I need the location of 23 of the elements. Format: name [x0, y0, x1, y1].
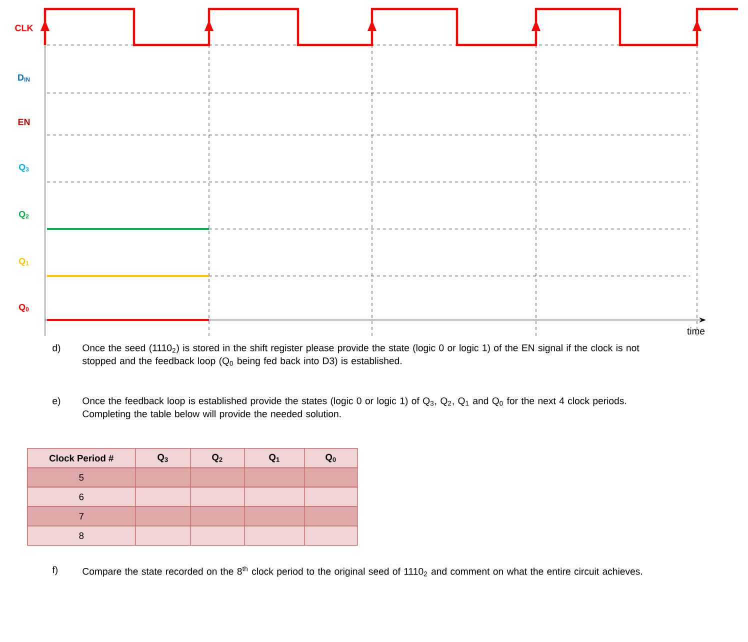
list-marker: d): [52, 344, 60, 354]
signal-label: CLK: [15, 24, 34, 32]
axis-label: time: [687, 328, 705, 334]
table-header: Q$_{1}$: [244, 448, 305, 468]
question-text: Once the feedback loop is established provide the states (logic 0 or logic 1) of Q$_{3}$, Q$_{2}$, Q$_{1}$ and Q$_{0}$ for the next 4 clock periods. Completing the table below will provide the needed solution.: [82, 397, 626, 420]
signal-label: Q$_{1}$: [18, 258, 29, 266]
table-header: Q$_{3}$: [135, 448, 191, 468]
list-marker: e): [52, 397, 60, 406]
table-cell: 7: [27, 506, 136, 526]
table-header: Q$_{0}$: [304, 448, 358, 468]
list-marker: f): [52, 566, 58, 576]
question-text: Once the seed (1110$_{2}$) is stored in the shift register please provide the state (logic 0 or logic 1) of the EN signal if the clock is not stopped and the feedback loop (Q$_{0}$ being fed back into D3) is established.: [82, 344, 640, 366]
signal-label: EN: [18, 118, 30, 126]
signal-label: Q$_{3}$: [18, 164, 29, 172]
signal-label: Q$_{2}$: [18, 210, 29, 220]
table-cell: 6: [27, 486, 136, 507]
table-header: Q$_{2}$: [190, 448, 245, 468]
question-text: Compare the state recorded on the 8$^{th}$ clock period to the original seed of 1110$_{2}$ and comment on what the entire circuit achieves.: [82, 566, 642, 577]
signal-label: Q$_{0}$: [18, 304, 29, 312]
table-header: Clock Period #: [27, 448, 136, 468]
table-cell: 5: [27, 467, 136, 488]
signal-label: D$_{IN}$: [18, 74, 30, 82]
table-cell: 8: [27, 526, 136, 546]
